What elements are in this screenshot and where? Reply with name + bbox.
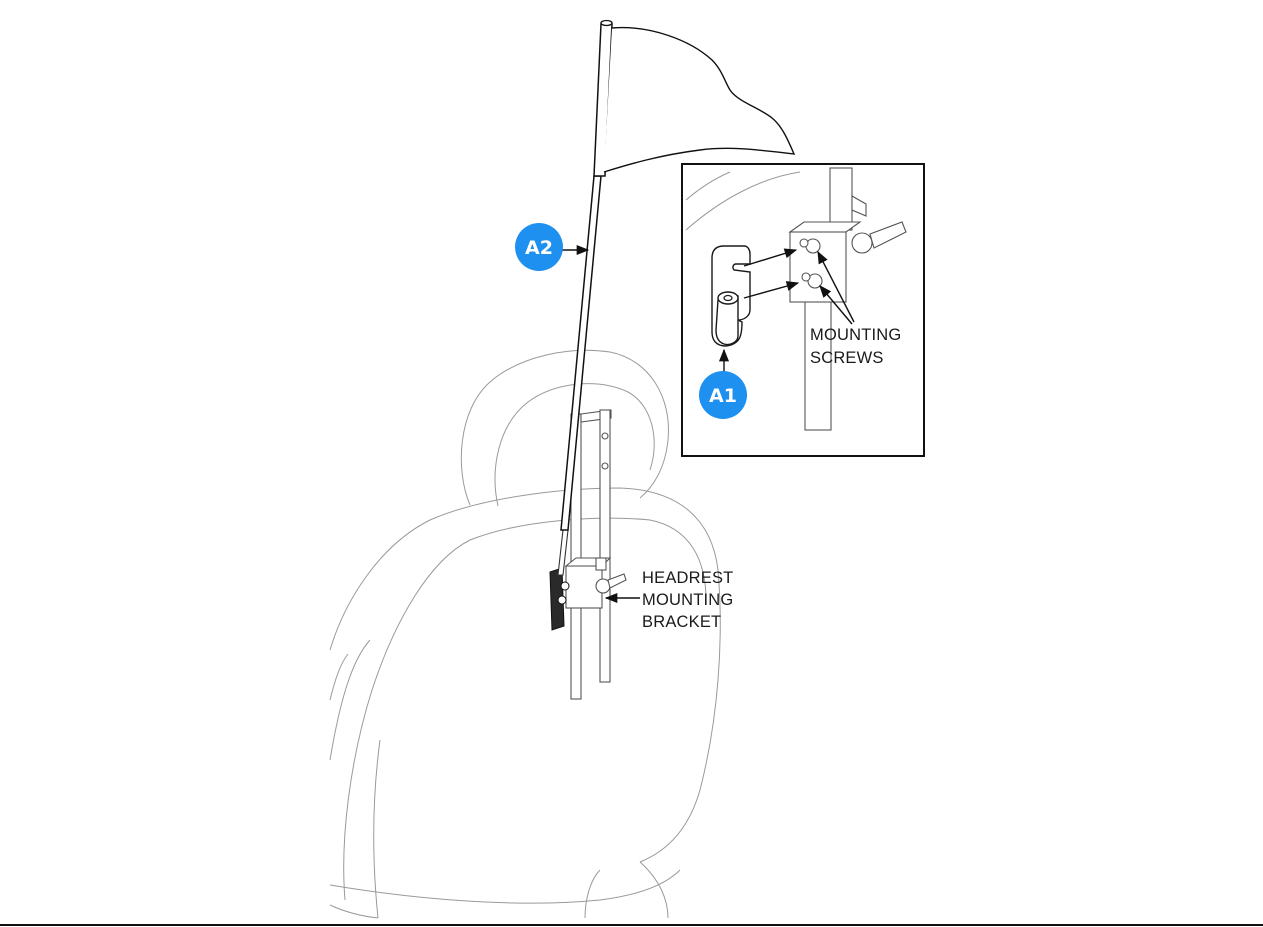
label-headrest: HEADREST bbox=[642, 569, 733, 587]
badge-a2-text: A2 bbox=[525, 237, 553, 259]
headrest-mounting-bracket bbox=[549, 557, 627, 631]
flag-pennant bbox=[603, 26, 796, 173]
flag-pole bbox=[557, 19, 613, 576]
badge-a2 bbox=[515, 223, 563, 271]
callout-a2: A2 bbox=[515, 223, 590, 271]
badge-a1 bbox=[699, 371, 747, 419]
mounting-post bbox=[570, 409, 612, 700]
label-mounting: MOUNTING bbox=[642, 591, 733, 609]
label-mounting-screws-1: MOUNTING bbox=[810, 326, 901, 344]
label-mounting-screws-2: SCREWS bbox=[810, 349, 884, 367]
label-bracket: BRACKET bbox=[642, 613, 721, 631]
seat-outline bbox=[329, 349, 721, 919]
badge-a1-text: A1 bbox=[709, 385, 737, 407]
headrest-bracket-callout: HEADREST MOUNTING BRACKET bbox=[604, 569, 733, 631]
detail-inset: MOUNTING SCREWS A1 bbox=[681, 163, 925, 457]
